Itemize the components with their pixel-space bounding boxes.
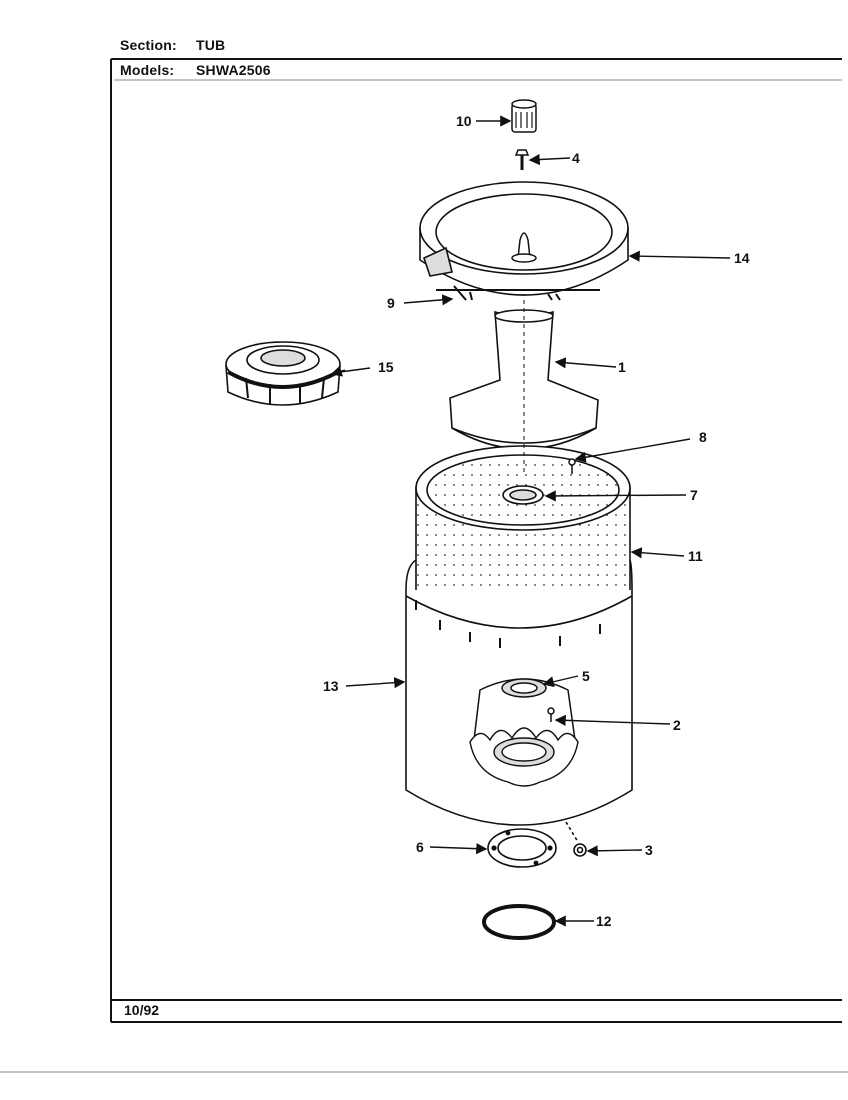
part-15-knob [225,341,341,406]
callout-12: 12 [596,913,612,929]
bearing-flange [469,727,579,787]
callout-11: 11 [688,548,703,564]
models-heading: Models: SHWA2506 [120,62,271,78]
callout-15: 15 [378,359,394,375]
callout-6: 6 [416,839,424,855]
callout-10: 10 [456,113,472,129]
models-value: SHWA2506 [196,62,271,78]
models-label: Models: [120,62,175,78]
callout-13: 13 [323,678,339,694]
section-label: Section: [120,37,177,53]
drawing-frame [0,58,848,1073]
callout-9: 9 [387,295,395,311]
callout-4: 4 [572,150,580,166]
part-6-flange-gasket [487,828,557,868]
part-10-cap [511,99,537,133]
callout-1: 1 [618,359,626,375]
part-2-screw [547,707,555,722]
callout-2: 2 [673,717,681,733]
callout-5: 5 [582,668,590,684]
callout-3: 3 [645,842,653,858]
part-12-o-ring [482,904,556,940]
part-3-nut [565,821,587,857]
section-heading: Section: TUB [120,37,225,53]
section-value: TUB [196,37,226,53]
callout-7: 7 [690,487,698,503]
callout-14: 14 [734,250,750,266]
part-4-bolt [514,149,530,170]
leader-lines [330,115,731,927]
callout-8: 8 [699,429,707,445]
agitator-cone [511,232,537,263]
revision-date: 10/92 [124,1002,160,1018]
